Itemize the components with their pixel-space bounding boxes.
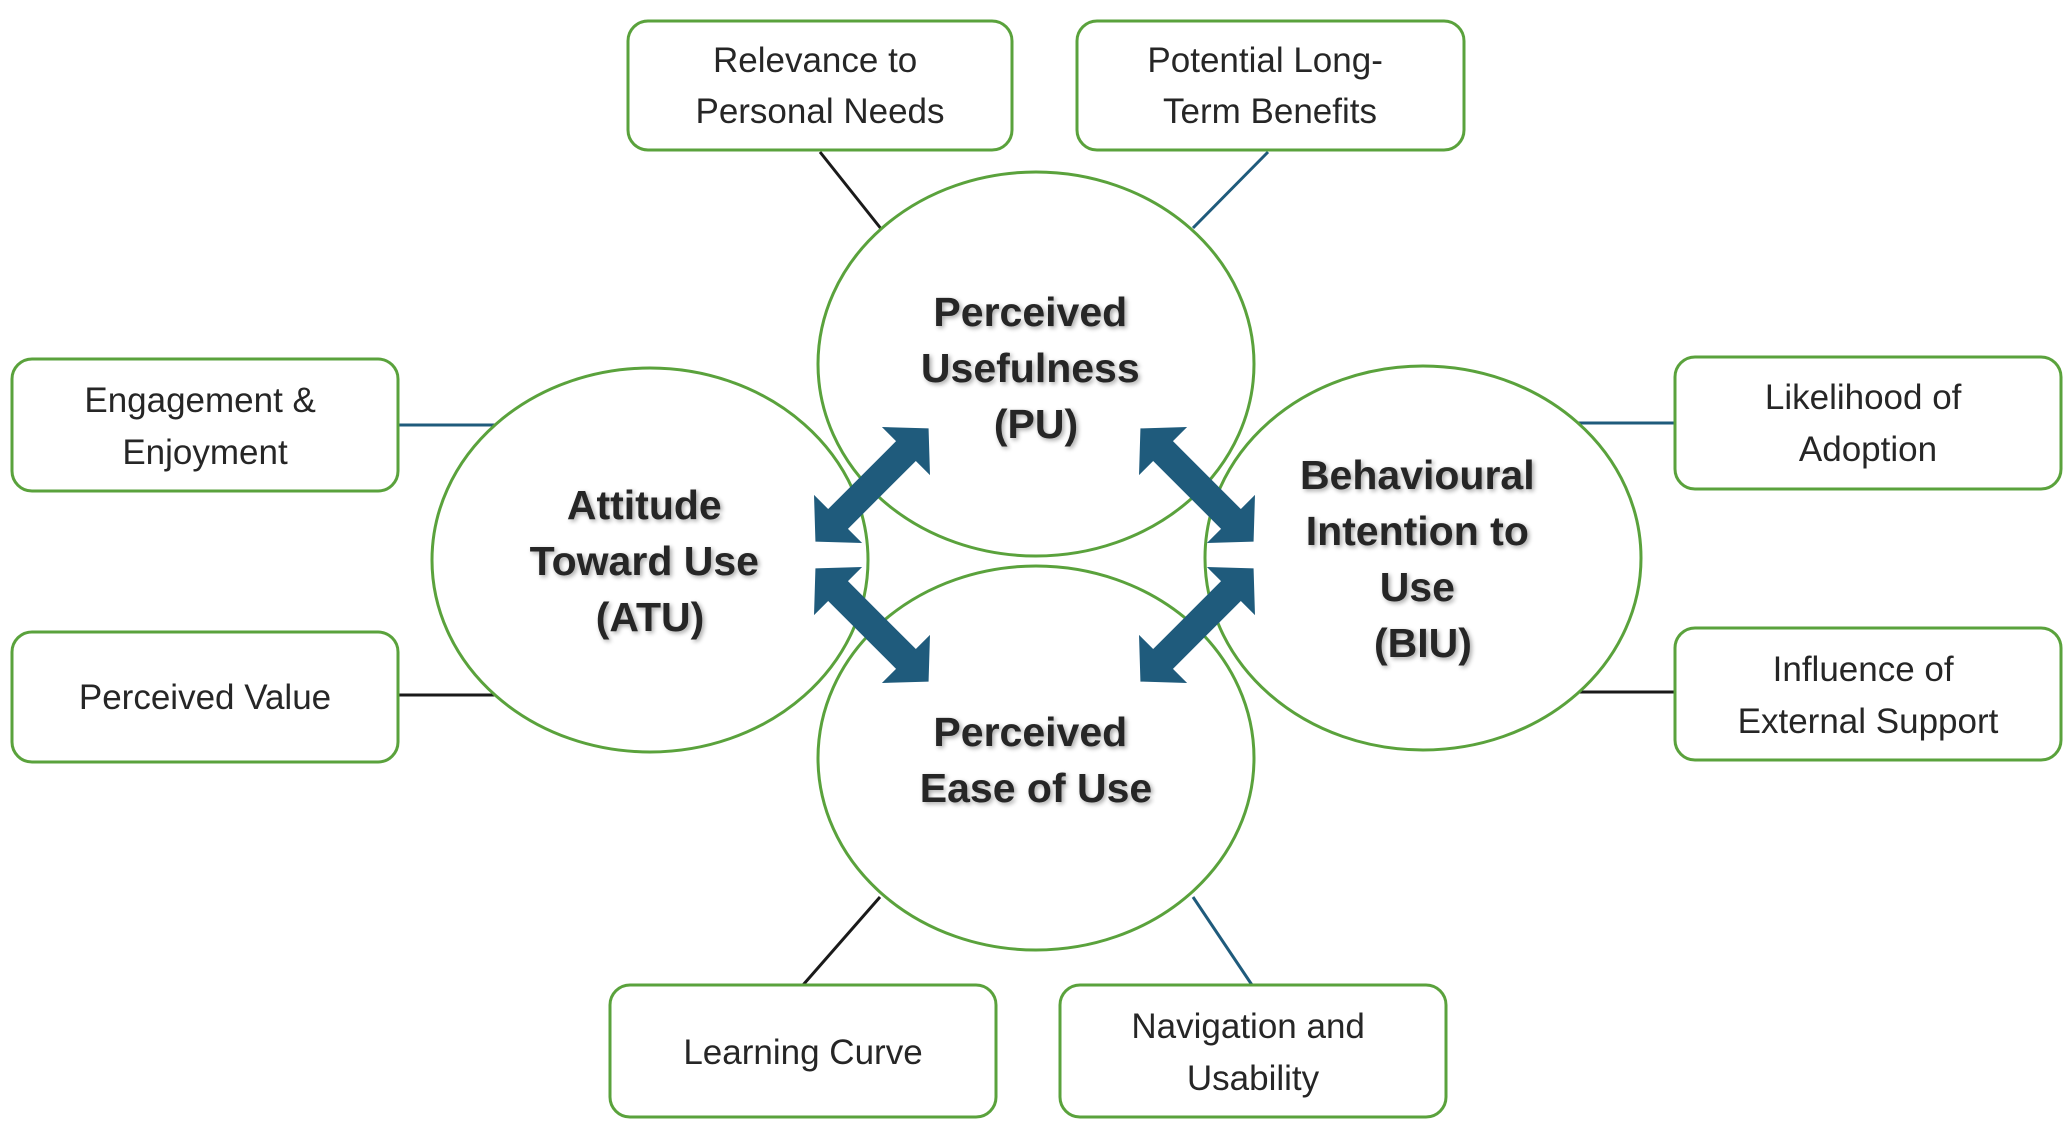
pu-line-3: (PU) [994,401,1078,447]
factor-engagement-line-1: Engagement & [84,381,316,420]
circle-biu [1203,364,1643,752]
svg-text:Influence of External: Influence of External Support [1738,650,1999,741]
factor-likelihood-line-2: Adoption [1799,430,1937,469]
factor-navigation-line-2: Usability [1187,1059,1320,1098]
connector-navigation [1191,896,1254,986]
atu-line-1: Attitude [567,482,722,528]
factor-box-learning: Learning Curve [608,983,998,1119]
biu-line-2: Intention to [1306,508,1529,554]
label-peou: Perceived Ease of Use [920,709,1152,811]
factor-external-line-1: Influence of [1773,650,1954,689]
double-arrow-atu-peou [814,567,930,683]
svg-text:Relevance to Personal: Relevance to Personal Needs [695,41,944,131]
label-atu: Attitude Toward Use (ATU) [530,482,771,640]
factor-longterm-line-1: Potential Long- [1147,41,1382,80]
relationship-arrows [814,427,1255,683]
svg-text:Navigation and Usabili: Navigation and Usability [1131,1007,1374,1098]
label-biu: Behavioural Intention to Use (BIU) [1300,452,1546,666]
factor-box-longterm: Potential Long- Term Benefits [1075,19,1466,152]
connector-longterm [1191,150,1270,230]
connector-relevance [818,151,884,231]
circle-atu [430,366,870,754]
biu-line-1: Behavioural [1300,452,1535,498]
double-arrow-atu-pu [814,427,930,543]
factor-navigation-line-1: Navigation and [1131,1007,1365,1046]
factor-box-value: Perceived Value [10,630,400,764]
factor-learning-line-1: Learning Curve [683,1033,922,1072]
pu-line-1: Perceived [933,289,1127,335]
svg-text:Engagement & Enjoyment: Engagement & Enjoyment [84,381,325,472]
connector-lines [398,150,1675,986]
atu-line-2: Toward Use [530,538,759,584]
atu-line-3: (ATU) [596,594,705,640]
peou-line-1: Perceived [933,709,1127,755]
factor-box-relevance: Relevance to Personal Needs [626,19,1014,152]
svg-text:Perceived Value: Perceived Value [79,678,331,717]
factor-boxes: Relevance to Personal Needs Potential Lo… [10,19,2063,1119]
double-arrow-peou-biu [1139,567,1255,683]
factor-relevance-line-2: Personal Needs [695,92,944,131]
factor-box-engagement: Engagement & Enjoyment [10,357,400,493]
factor-engagement-line-2: Enjoyment [122,433,288,472]
double-arrow-pu-biu [1139,427,1255,543]
factor-box-likelihood: Likelihood of Adoption [1673,355,2063,491]
svg-text:Potential Long- Term B: Potential Long- Term Benefits [1147,41,1392,131]
factor-external-line-2: External Support [1738,702,1999,741]
biu-line-3: Use [1380,564,1455,610]
connector-learning [801,896,882,986]
factor-box-navigation: Navigation and Usability [1058,983,1448,1119]
label-pu: Perceived Usefulness (PU) [921,289,1151,447]
peou-line-2: Ease of Use [920,765,1152,811]
factor-relevance-line-1: Relevance to [713,41,917,80]
factor-longterm-line-2: Term Benefits [1163,92,1377,131]
core-labels: Perceived Usefulness (PU) Attitude Towar… [530,289,1546,811]
svg-text:Likelihood of Adoption: Likelihood of Adoption [1765,378,1971,469]
factor-value-line-1: Perceived Value [79,678,331,717]
svg-text:Learning Curve: Learning Curve [683,1033,922,1072]
factor-box-external: Influence of External Support [1673,626,2063,762]
biu-line-4: (BIU) [1374,620,1472,666]
pu-line-2: Usefulness [921,345,1140,391]
factor-likelihood-line-1: Likelihood of [1765,378,1962,417]
